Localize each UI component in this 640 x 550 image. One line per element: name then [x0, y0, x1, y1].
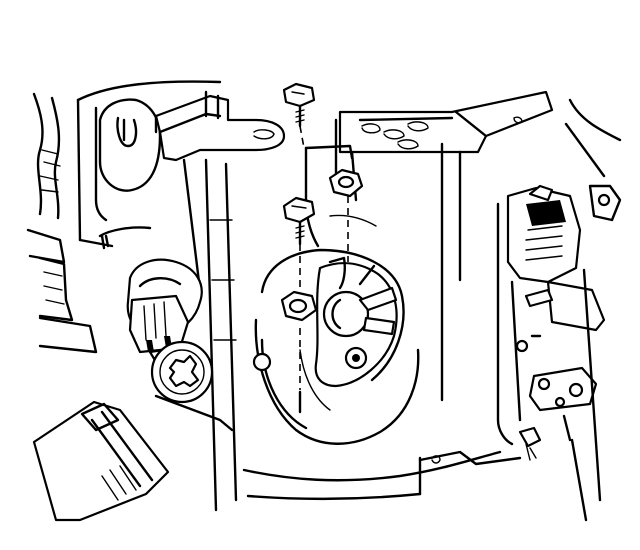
nut-icon	[280, 290, 318, 322]
left-column-panel	[76, 80, 222, 250]
mid-bolt-left	[282, 196, 316, 246]
lower-nut	[280, 290, 318, 322]
switch-module	[496, 98, 622, 522]
torx-screw	[150, 340, 214, 404]
torx-screw-icon	[150, 340, 214, 404]
bottom-left-module	[32, 400, 170, 522]
mounting-bracket	[154, 90, 286, 162]
left-wiring-harness	[26, 92, 98, 354]
upper-bolt	[282, 82, 316, 128]
lower-panel-edge	[154, 142, 522, 500]
center-bracket-outline	[304, 144, 377, 248]
steering-shaft	[182, 158, 238, 512]
ignition-lock-housing	[252, 248, 420, 445]
bolt-icon	[282, 82, 316, 128]
bolt-icon	[282, 196, 316, 246]
top-plate	[334, 90, 554, 202]
explode-lines	[299, 125, 349, 390]
nut-icon	[328, 168, 364, 198]
mid-bolt-right	[328, 168, 364, 198]
